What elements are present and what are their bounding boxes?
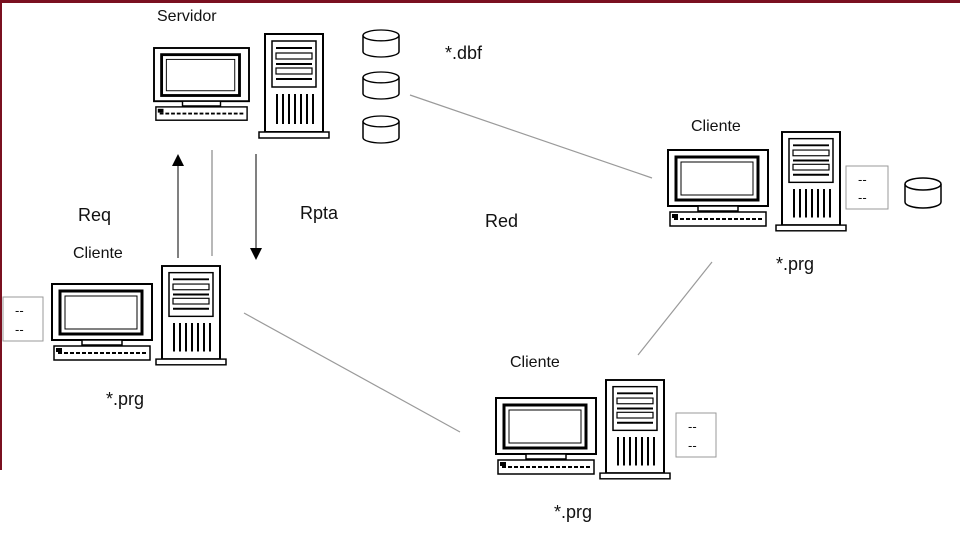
client-right-label: Cliente [691,118,741,135]
server-label: Servidor [157,8,217,25]
database-cylinder-icon [362,29,400,58]
client-node-left: -- -- [2,265,227,366]
response-label: Rpta [300,203,339,223]
network-label: Red [485,211,519,231]
client-bottom-label: Cliente [510,354,560,371]
document-line: -- [858,190,867,205]
arrow-down-icon [250,154,262,260]
prg-left-label: *.prg [106,389,145,409]
request-label: Req [78,205,112,225]
accent-border-left [0,0,2,470]
tower-case-icon [155,265,227,366]
document-line: -- [688,419,697,434]
document-line: -- [858,172,867,187]
tower-case-icon [599,379,671,480]
network-line-right-bottom [637,261,713,356]
document-line: -- [15,303,24,318]
document-line: -- [15,322,24,337]
dbf-files-label: *.dbf [445,43,483,63]
document-icon [675,412,717,458]
network-line-left-bottom [243,312,461,433]
document-icon [2,296,44,342]
computer-monitor-icon [152,46,251,122]
prg-right-label: *.prg [776,254,815,274]
server-node [152,29,400,144]
client-node-bottom: -- -- [494,379,717,480]
network-line-server-right [409,94,653,179]
computer-monitor-icon [50,282,154,362]
prg-bottom-label: *.prg [554,502,593,522]
tower-case-icon [775,131,847,232]
accent-border-top [0,0,960,3]
database-cylinder-icon [362,71,400,100]
client-left-label: Cliente [73,245,123,262]
client-node-right: -- -- [666,131,942,232]
tower-case-icon [258,33,330,139]
arrow-up-icon [172,154,184,258]
computer-monitor-icon [666,148,770,228]
document-icon [845,165,889,210]
document-line: -- [688,438,697,453]
database-cylinder-icon [904,177,942,209]
database-cylinder-icon [362,115,400,144]
computer-monitor-icon [494,396,598,476]
